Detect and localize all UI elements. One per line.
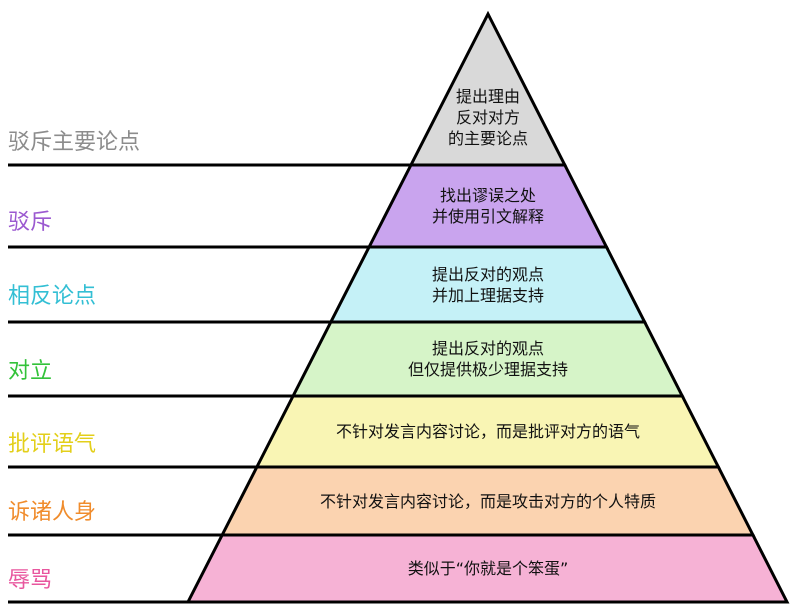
pyramid-tier-7 (185, 533, 790, 604)
tier-text-line: 的主要论点 (447, 128, 528, 148)
tier-text-3: 提出反对的观点并加上理据支持 (188, 264, 788, 306)
tier-text-line: 不针对发言内容讨论，而是批评对方的语气 (335, 421, 640, 441)
level-label-7: 辱骂 (8, 568, 53, 593)
tier-text-line: 但仅提供极少理据支持 (407, 360, 568, 379)
level-label-2: 驳斥 (8, 210, 53, 235)
tier-text-1: 提出理由反对对方的主要论点 (188, 86, 788, 149)
tier-text-line: 提出理由 (455, 86, 520, 106)
tier-text-5: 不针对发言内容讨论，而是批评对方的语气 (188, 421, 788, 442)
level-label-5: 批评语气 (8, 432, 97, 457)
tier-text-2: 找出谬误之处并使用引文解释 (188, 185, 788, 227)
tier-text-line: 提出反对的观点 (431, 265, 544, 284)
tier-text-line: 提出反对的观点 (431, 339, 544, 358)
tier-text-7: 类似于“你就是个笨蛋” (188, 558, 788, 579)
level-label-3: 相反论点 (8, 284, 97, 309)
tier-text-line: 找出谬误之处 (439, 186, 536, 205)
tier-text-line: 并加上理据支持 (431, 286, 544, 305)
tier-text-line: 反对对方 (455, 107, 520, 127)
tier-text-line: 类似于“你就是个笨蛋” (407, 558, 569, 578)
level-label-4: 对立 (8, 359, 53, 384)
level-label-1: 驳斥主要论点 (8, 130, 141, 155)
level-label-6: 诉诸人身 (8, 500, 97, 525)
tier-text-line: 不针对发言内容讨论，而是攻击对方的个人特质 (319, 491, 656, 511)
tier-text-line: 并使用引文解释 (431, 207, 544, 226)
tier-text-4: 提出反对的观点但仅提供极少理据支持 (188, 338, 788, 380)
tier-text-6: 不针对发言内容讨论，而是攻击对方的个人特质 (188, 491, 788, 512)
